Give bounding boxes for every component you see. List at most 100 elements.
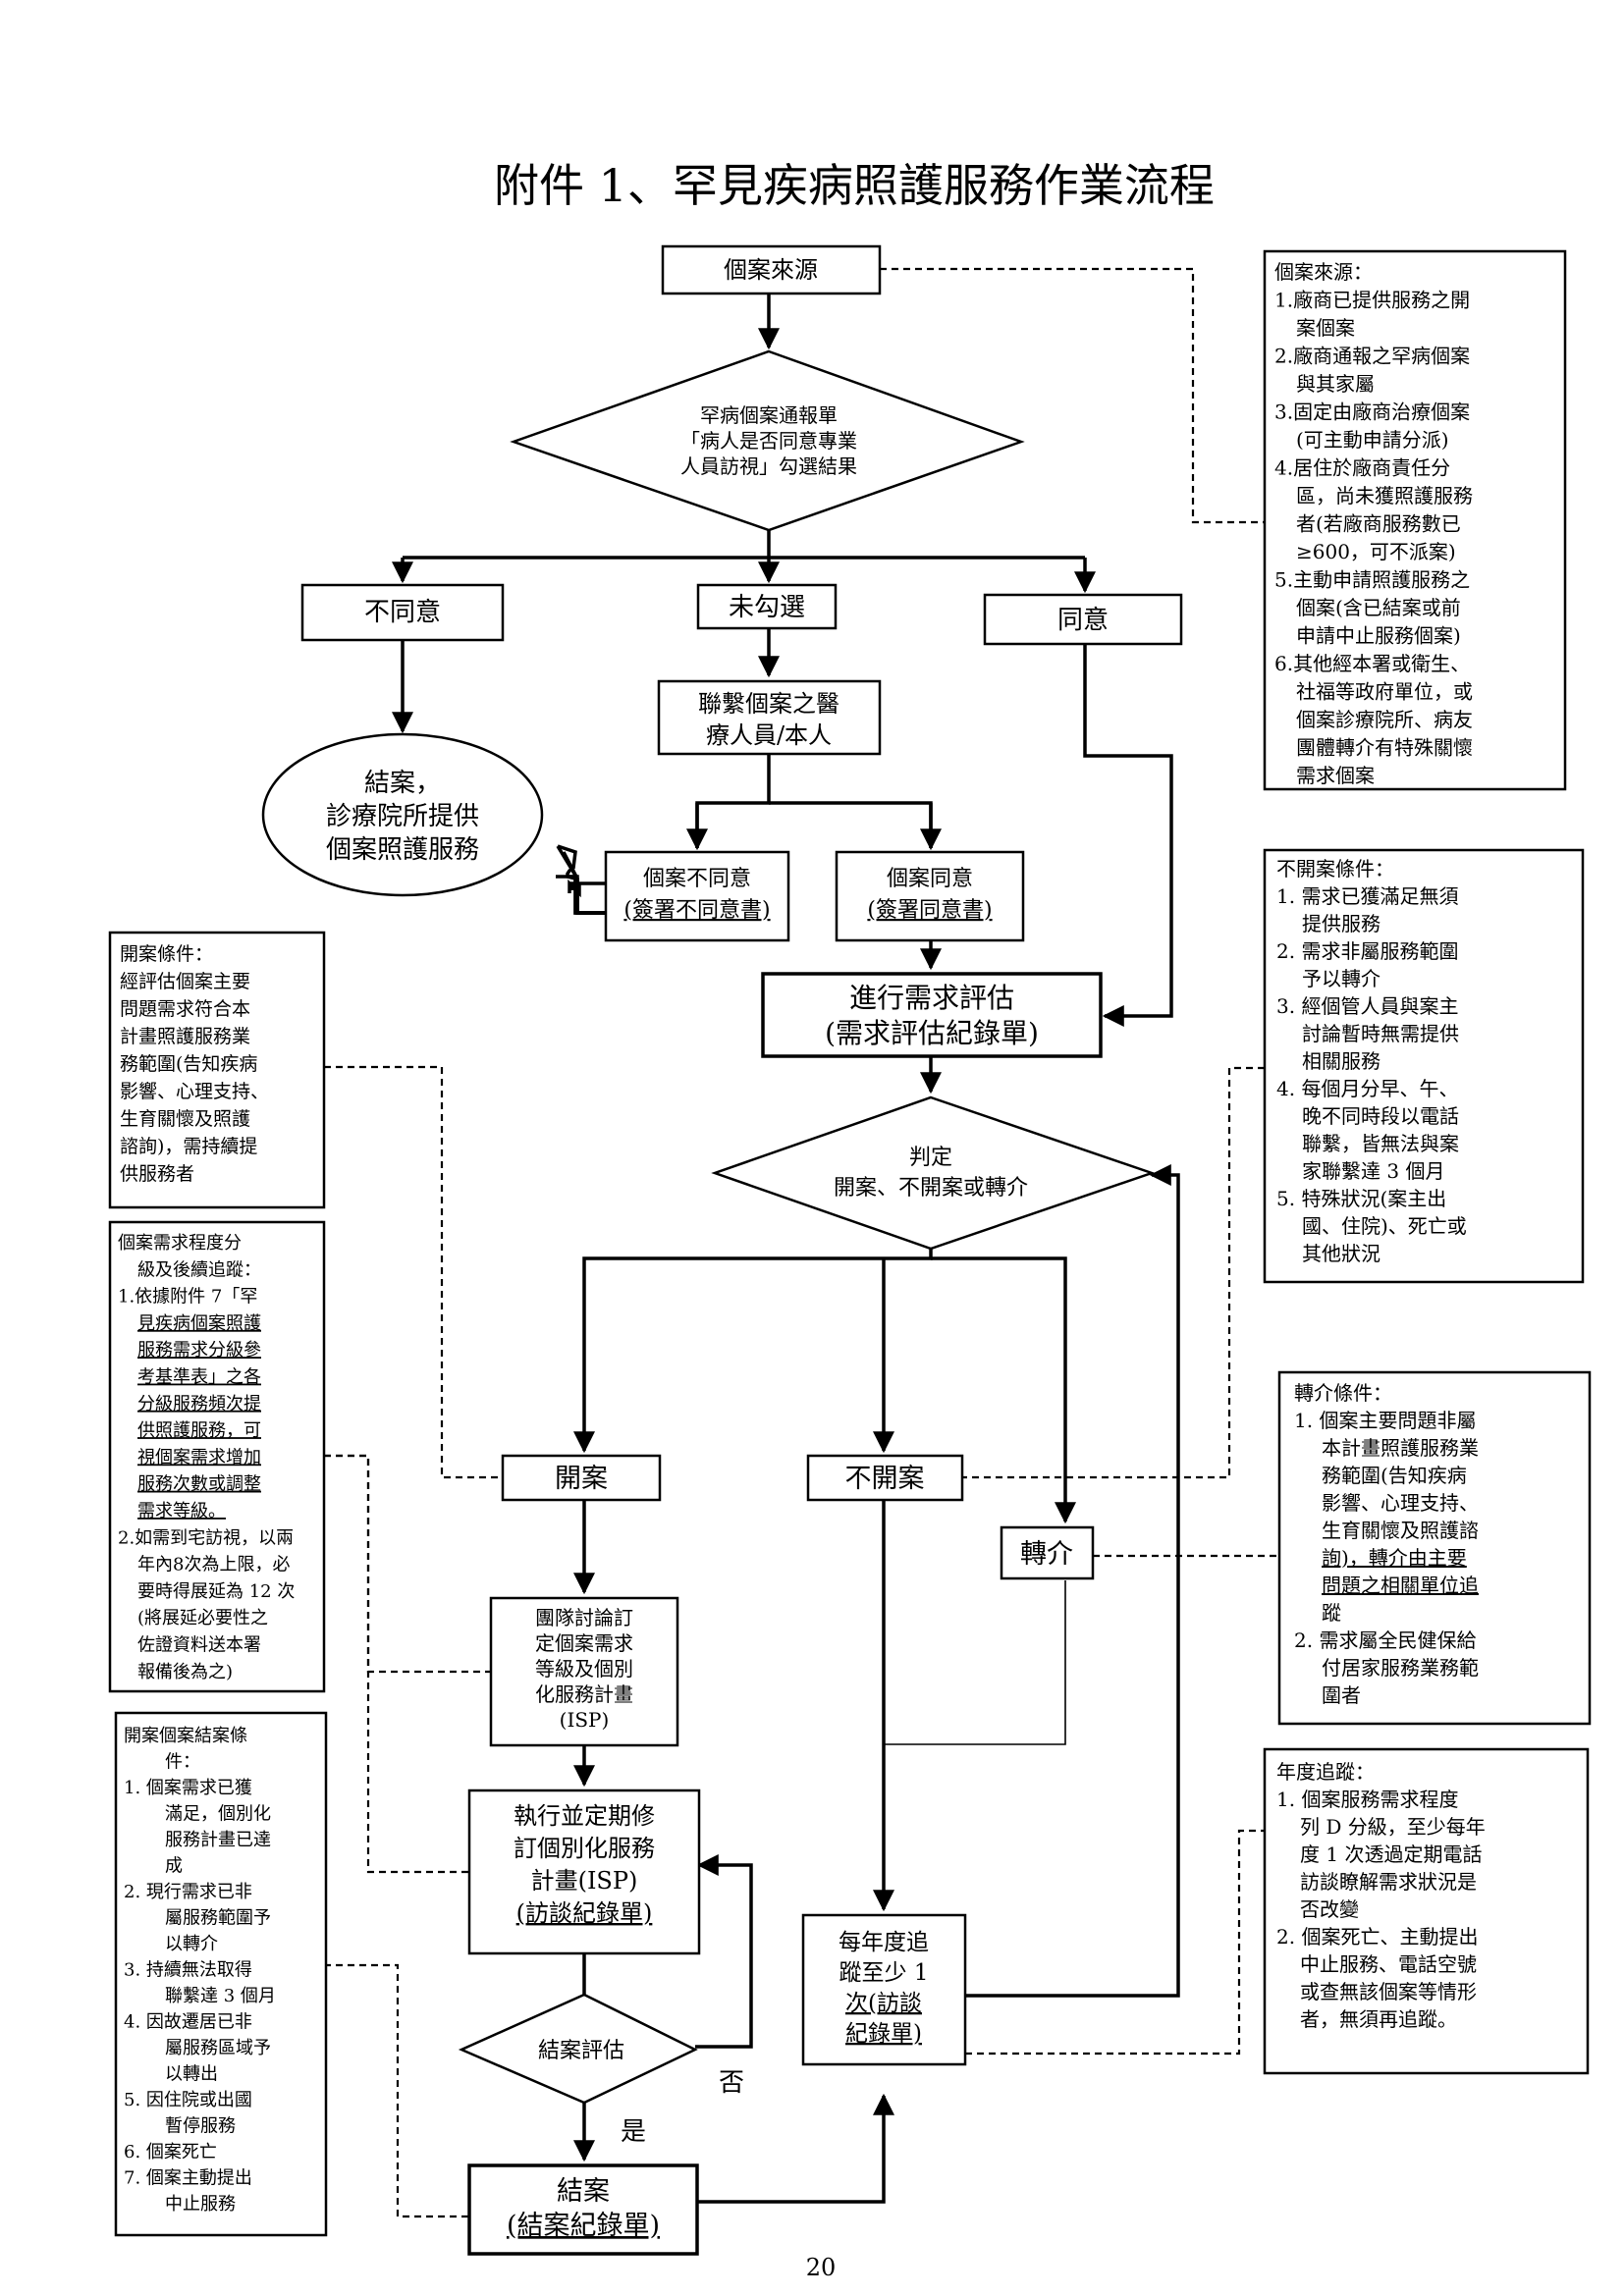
note-line: 視個案需求增加 [137, 1447, 261, 1468]
svg-text:執行並定期修: 執行並定期修 [514, 1802, 655, 1830]
box-open-case: 開案 [501, 1454, 662, 1502]
svg-text:計畫(ISP): 計畫(ISP) [531, 1867, 638, 1895]
box-case-disagree: 個案不同意 (簽署不同意書) [604, 850, 790, 942]
dashed-connectors [324, 267, 1279, 2218]
svg-text:診療院所提供: 診療院所提供 [326, 802, 479, 831]
decision-open-case: 判定 開案、不開案或轉介 [711, 1095, 1156, 1251]
decision1-line3: 人員訪視」勾選結果 [680, 454, 857, 478]
note-line: 需求等級。 [137, 1501, 226, 1522]
svg-text:療人員/本人: 療人員/本人 [706, 721, 832, 749]
note-line: 社福等政府單位，或 [1296, 680, 1473, 704]
page-number: 20 [806, 2254, 837, 2281]
note-line: 相關服務 [1302, 1049, 1380, 1073]
note-line: 以轉介 [165, 1934, 218, 1954]
note-line: 2. 個案死亡、主動提出 [1276, 1925, 1478, 1949]
note-line: 1. 個案服務需求程度 [1276, 1788, 1458, 1811]
svg-text:開案: 開案 [555, 1464, 608, 1494]
note-open-conditions: 開案條件：經評估個案主要問題需求符合本計畫照護服務業務範圍(告知疾病影響、心理支… [108, 931, 326, 1209]
case-source-label: 個案來源 [724, 256, 818, 284]
note-line: 者，無須再追蹤。 [1300, 2007, 1457, 2031]
svg-text:結案，: 結案， [364, 769, 441, 798]
note-line: 3.固定由廠商治療個案 [1274, 400, 1470, 424]
svg-text:轉介: 轉介 [1020, 1539, 1073, 1570]
svg-text:蹤至少 1: 蹤至少 1 [839, 1960, 929, 1986]
decision1-line1: 罕病個案通報單 [700, 403, 838, 427]
box-execute-isp: 執行並定期修 訂個別化服務 計畫(ISP) (訪談紀錄單) [467, 1789, 701, 1955]
note-line: 1. 個案需求已獲 [124, 1778, 252, 1798]
note-line: 晚不同時段以電話 [1302, 1104, 1459, 1128]
note-line: 中止服務 [165, 2194, 236, 2215]
note-line: 個案診療院所、病友 [1296, 708, 1473, 731]
note-line: 3. 經個管人員與案主 [1276, 994, 1458, 1018]
solid-connectors [392, 285, 1180, 2204]
note-line: 服務次數或調整 [137, 1474, 261, 1495]
svg-text:判定: 判定 [909, 1146, 952, 1170]
ellipse-close-care: 結案， 診療院所提供 個案照護服務 [261, 732, 544, 897]
note-line: 2. 需求非屬服務範圍 [1276, 939, 1458, 963]
label-no: 否 [719, 2068, 744, 2098]
note-line: 4. 每個月分早、午、 [1276, 1077, 1458, 1100]
note-line: 詢)，轉介由主要 [1322, 1546, 1467, 1570]
note-line: 問題之相關單位追 [1322, 1574, 1479, 1597]
note-line: 訪談瞭解需求狀況是 [1300, 1870, 1477, 1894]
svg-text:(訪談紀錄單): (訪談紀錄單) [516, 1899, 653, 1927]
note-line: 1. 需求已獲滿足無須 [1276, 884, 1458, 908]
note-line: 家聯繫達 3 個月 [1302, 1159, 1444, 1183]
note-line: 者(若廠商服務數已 [1296, 512, 1461, 536]
note-line: 生育關懷及照護諮 [1322, 1519, 1479, 1542]
note-line: 轉介條件： [1294, 1381, 1392, 1405]
note-line: 供照護服務，可 [137, 1420, 261, 1441]
note-line: 否改變 [1300, 1897, 1359, 1921]
note-line: 暫停服務 [165, 2116, 236, 2137]
label-yes: 是 [621, 2117, 646, 2147]
svg-text:結案評估: 結案評估 [538, 2039, 624, 2063]
note-line: 3. 持續無法取得 [124, 1960, 252, 1981]
note-line: 影響、心理支持、 [1322, 1491, 1479, 1515]
note-refer-conditions: 轉介條件：1. 個案主要問題非屬本計畫照護服務業務範圍(告知疾病影響、心理支持、… [1277, 1370, 1592, 1726]
note-line: 5.主動申請照護服務之 [1274, 568, 1470, 592]
svg-text:等級及個別: 等級及個別 [535, 1657, 633, 1681]
box-contact-medical: 聯繫個案之醫 療人員/本人 [657, 679, 882, 756]
note-line: 開案個案結案條 [124, 1726, 247, 1746]
note-line: 1.依據附件 7「罕 [118, 1287, 257, 1308]
note-line: 2.如需到宅訪視，以兩 [118, 1527, 294, 1548]
note-line: 中止服務、電話空號 [1300, 1952, 1477, 1976]
note-line: (將展延必要性之 [137, 1608, 268, 1629]
note-line: 討論暫時無需提供 [1302, 1022, 1459, 1045]
svg-text:團隊討論訂: 團隊討論訂 [535, 1606, 633, 1629]
svg-text:訂個別化服務: 訂個別化服務 [514, 1835, 655, 1862]
decision-close-evaluation: 結案評估 [458, 1993, 698, 2105]
note-line: 諮詢)，需持續提 [120, 1136, 257, 1157]
svg-text:每年度追: 每年度追 [839, 1930, 929, 1955]
box-team-isp: 團隊討論訂 定個案需求 等級及個別 化服務計畫 (ISP) [489, 1596, 679, 1747]
note-line: 6.其他經本署或衛生、 [1274, 652, 1470, 675]
note-line: 2. 現行需求已非 [124, 1882, 252, 1902]
note-line: 年內8次為上限，必 [137, 1555, 290, 1575]
note-line: 5. 特殊狀況(案主出 [1276, 1187, 1446, 1210]
note-line: 分級服務頻次提 [137, 1394, 261, 1415]
box-needs-assessment: 進行需求評估 (需求評估紀錄單) [761, 972, 1103, 1058]
note-line: ≥600，可不派案) [1296, 540, 1456, 563]
box-unchecked: 未勾選 [696, 583, 838, 630]
svg-text:(簽署同意書): (簽署同意書) [867, 898, 992, 923]
note-line: 需求個案 [1296, 764, 1375, 787]
note-line: 報備後為之) [137, 1662, 233, 1682]
note-line: 本計畫照護服務業 [1322, 1436, 1479, 1460]
note-line: 經評估個案主要 [120, 971, 250, 992]
note-line: 務範圍(告知疾病 [120, 1053, 257, 1075]
svg-text:定個案需求: 定個案需求 [535, 1631, 633, 1655]
svg-text:未勾選: 未勾選 [729, 593, 805, 622]
note-line: 要時得展延為 12 次 [137, 1581, 295, 1602]
svg-text:開案、不開案或轉介: 開案、不開案或轉介 [834, 1176, 1028, 1201]
note-line: 不開案條件： [1276, 857, 1394, 881]
note-line: 以轉出 [165, 2064, 218, 2085]
note-line: 生育關懷及照護 [120, 1108, 250, 1130]
note-line: 屬服務範圍予 [165, 1908, 271, 1929]
note-line: 個案(含已結案或前 [1296, 596, 1461, 619]
svg-text:個案同意: 個案同意 [887, 867, 973, 891]
note-line: 2. 需求屬全民健保給 [1294, 1629, 1476, 1652]
